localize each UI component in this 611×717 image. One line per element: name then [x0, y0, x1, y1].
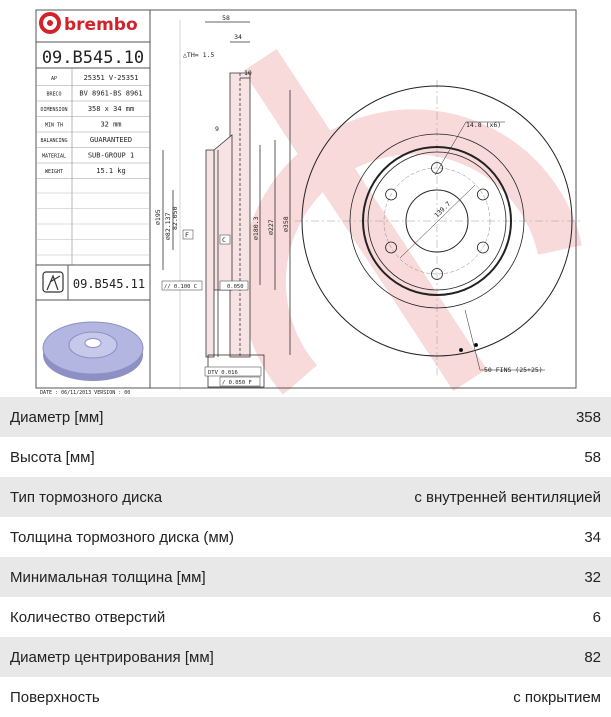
svg-text:C: C	[222, 236, 226, 244]
info-label: BALANCING	[40, 138, 67, 144]
svg-text:∅195: ∅195	[154, 209, 162, 225]
spec-label: Толщина тормозного диска (мм)	[10, 528, 234, 546]
svg-text:58: 58	[222, 14, 230, 22]
spec-row: Количество отверстий 6	[0, 597, 611, 637]
info-label: WEIGHT	[45, 169, 63, 175]
technical-drawing: brembo 09.B545.10 AP 25351 V-25351 BRECO…	[35, 9, 582, 396]
info-value: BV 8961-BS 8961	[79, 90, 142, 98]
info-label: AP	[51, 76, 57, 82]
svg-text:0.050: 0.050	[227, 284, 244, 290]
brembo-watermark	[240, 49, 582, 395]
info-label: DIMENSION	[40, 107, 67, 113]
spec-value: с покрытием	[513, 688, 601, 706]
svg-text:34: 34	[234, 33, 242, 41]
brembo-logo: brembo	[39, 12, 138, 35]
svg-text:9: 9	[215, 125, 219, 133]
spec-row: Поверхность с покрытием	[0, 677, 611, 717]
svg-text:10: 10	[244, 69, 252, 77]
disc-image	[42, 321, 144, 381]
info-row: AP 25351 V-25351	[36, 74, 150, 86]
svg-text:82.050: 82.050	[171, 206, 179, 230]
bolt-hole	[431, 268, 443, 280]
svg-text:∅227: ∅227	[267, 219, 275, 235]
bolt-hole	[476, 241, 489, 254]
spec-row: Высота [мм] 58	[0, 437, 611, 477]
spec-value: 82	[584, 648, 601, 666]
info-row: BRECO BV 8961-BS 8961	[36, 90, 150, 102]
spec-value: 34	[584, 528, 601, 546]
spec-label: Диаметр центрирования [мм]	[10, 648, 214, 666]
drawing-frame	[35, 9, 577, 389]
info-value: 32 mm	[100, 121, 121, 129]
info-label: MATERIAL	[42, 154, 66, 160]
svg-text:∅82.137: ∅82.137	[164, 213, 172, 240]
bolt-hole	[385, 188, 398, 201]
info-label: BRECO	[46, 92, 61, 98]
bolt-hole	[476, 188, 489, 201]
svg-text:50 FINS (25+25): 50 FINS (25+25)	[484, 366, 543, 374]
svg-text:F: F	[185, 231, 189, 239]
spec-value: 6	[592, 608, 601, 626]
bolt-hole	[385, 241, 398, 254]
spec-label: Диаметр [мм]	[10, 408, 104, 426]
part-number: 09.B545.10	[42, 48, 144, 68]
svg-text:∅180.3: ∅180.3	[252, 216, 260, 240]
spec-value: 58	[584, 448, 601, 466]
spec-label: Высота [мм]	[10, 448, 95, 466]
spec-row: Диаметр центрирования [мм] 82	[0, 637, 611, 677]
info-value: SUB-GROUP 1	[88, 152, 134, 160]
spec-label: Поверхность	[10, 688, 100, 706]
svg-text:∅358: ∅358	[282, 216, 290, 232]
info-label: MIN TH	[45, 123, 63, 129]
svg-text:DTV 0.016: DTV 0.016	[208, 370, 238, 376]
info-row: BALANCING GUARANTEED	[36, 136, 150, 148]
dimension-labels: 58 34 △TH= 1.5 10 9 ∅195 ∅82.137 82.050 …	[154, 14, 290, 387]
info-value: 15.1 kg	[96, 167, 126, 175]
info-value: 358 x 34 mm	[88, 105, 134, 113]
alt-part-number: 09.B545.11	[73, 277, 145, 291]
front-view	[295, 80, 580, 375]
spec-label: Минимальная толщина [мм]	[10, 568, 206, 586]
spec-row: Тип тормозного диска с внутренней вентиля…	[0, 477, 611, 517]
info-row: MATERIAL SUB-GROUP 1	[36, 152, 150, 164]
disc-icon	[42, 271, 64, 293]
date-version: DATE : 06/11/2013 VERSION : 00	[40, 390, 130, 396]
info-row: WEIGHT 15.1 kg	[36, 167, 150, 179]
spec-label: Количество отверстий	[10, 608, 166, 626]
info-row: DIMENSION 358 x 34 mm	[36, 105, 150, 117]
spec-row: Толщина тормозного диска (мм) 34	[0, 517, 611, 557]
spec-value: с внутренней вентиляцией	[414, 488, 601, 506]
svg-text:△TH= 1.5: △TH= 1.5	[183, 51, 214, 59]
spec-value: 358	[575, 408, 601, 426]
svg-text:// 0.100 C: // 0.100 C	[164, 284, 197, 290]
info-value: 25351 V-25351	[84, 74, 139, 82]
spec-value: 32	[584, 568, 601, 586]
svg-text:14.8 (x6): 14.8 (x6)	[466, 121, 501, 129]
svg-text:brembo: brembo	[64, 15, 138, 35]
bolt-hole	[431, 162, 443, 174]
info-value: GUARANTEED	[90, 136, 132, 144]
spec-label: Тип тормозного диска	[10, 488, 163, 506]
svg-text:/ 0.050 F: / 0.050 F	[222, 380, 252, 386]
spec-row: Минимальная толщина [мм] 32	[0, 557, 611, 597]
info-row: MIN TH 32 mm	[36, 121, 150, 133]
spec-row: Диаметр [мм] 358	[0, 397, 611, 437]
